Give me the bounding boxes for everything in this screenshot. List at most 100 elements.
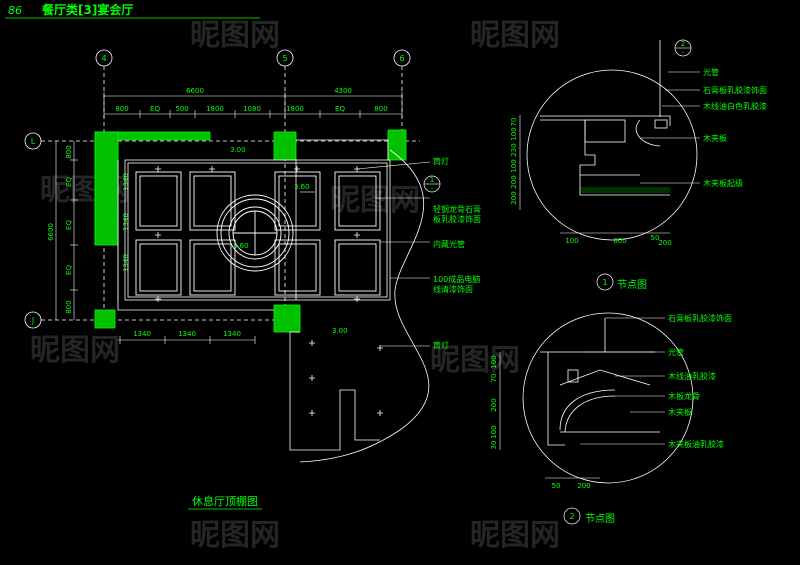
dimensions-top: [103, 92, 403, 118]
annotation: 光管: [703, 67, 719, 77]
dim-label: 800: [65, 145, 73, 158]
detail1-caption-num: 1: [602, 278, 607, 287]
annotation: 木夹板起级: [703, 178, 743, 188]
dim-label: 1080: [243, 105, 261, 113]
detail1-caption: 节点图: [617, 279, 647, 291]
dim-label: 100: [510, 127, 518, 140]
page-header: 86 餐厅类[3]宴会厅: [5, 2, 260, 19]
annotation: 筒灯: [433, 156, 449, 166]
page-title: 餐厅类[3]宴会厅: [42, 2, 133, 17]
svg-text:昵图网: 昵图网: [190, 18, 280, 53]
elevation: 3.60: [233, 242, 249, 250]
dim-label: 100: [510, 159, 518, 172]
ceiling-plan: 3.00 3.60 3.60 3.00 1 - 筒灯 轻钢龙骨石膏 板乳胶漆饰面: [94, 129, 481, 510]
svg-text:1: 1: [430, 176, 434, 184]
dim-label: EQ: [65, 177, 73, 187]
dim-label: 70: [510, 118, 518, 127]
dim-label: 6600: [186, 87, 204, 95]
dim-label: 4300: [334, 87, 352, 95]
annotation: 线清漆饰面: [433, 284, 473, 294]
detail2-caption-num: 2: [569, 512, 574, 521]
downlights: [155, 166, 383, 416]
dimensions-top-text: 6600 4300 800 EQ 500 1800 1080 1800 EQ 8…: [115, 87, 387, 113]
dim-label: 800: [65, 300, 73, 313]
detail-2: 石膏板乳胶漆饰面 光管 木线油乳胶漆 木板龙骨 木夹板 木夹板油乳胶漆 100 …: [490, 312, 732, 525]
detail1-dims: 70 100 230 100 200 200 100 800 50 200: [510, 118, 672, 247]
dim-label: 30: [490, 441, 498, 450]
dim-label: EQ: [335, 105, 345, 113]
dim-label: 200: [577, 482, 590, 490]
dim-label: 1340: [122, 213, 130, 231]
dim-label: 100: [490, 425, 498, 438]
axis-label: 6: [399, 54, 404, 63]
page-number: 86: [8, 4, 22, 17]
dim-label: 230: [510, 143, 518, 156]
plan-labels: 筒灯 轻钢龙骨石膏 板乳胶漆饰面 内藏光管 100成品电脑 线清漆饰面 筒灯: [433, 156, 481, 350]
dimensions-bottom-text: 1340 1340 1340: [133, 330, 241, 338]
section-marker: 1 -: [423, 175, 441, 193]
annotation: 筒灯: [433, 340, 449, 350]
dim-label: 200: [658, 239, 671, 247]
detail-1: 2 - 光管 石膏板乳胶漆饰面 木线油白色乳胶漆 木夹板 木夹板起级 70 10…: [510, 39, 767, 291]
dim-label: EQ: [65, 220, 73, 230]
annotation: 木板龙骨: [668, 391, 700, 401]
dim-label: 200: [510, 175, 518, 188]
dim-label: 800: [115, 105, 128, 113]
svg-text:昵图网: 昵图网: [470, 518, 560, 553]
svg-text:昵图网: 昵图网: [190, 518, 280, 553]
dim-label: 800: [613, 237, 626, 245]
dim-label: 100: [565, 237, 578, 245]
dim-label: 200: [510, 191, 518, 204]
annotation: 木夹板: [703, 133, 727, 143]
dim-label: 1340: [122, 173, 130, 191]
annotation: 木夹板油乳胶漆: [668, 439, 724, 449]
annotation: 板乳胶漆饰面: [433, 214, 481, 224]
dim-label: EQ: [150, 105, 160, 113]
annotation: 轻钢龙骨石膏: [433, 204, 481, 214]
dim-label: EQ: [65, 265, 73, 275]
elevation: 3.60: [294, 183, 310, 191]
annotation: 木夹板: [668, 407, 692, 417]
annotation: 石膏板乳胶漆饰面: [668, 313, 732, 323]
dim-label: 500: [175, 105, 188, 113]
dim-label: 100: [490, 355, 498, 368]
svg-text:-: -: [431, 185, 434, 193]
svg-text:2: 2: [681, 40, 685, 48]
grid-axis-labels: 4 5 6 L J: [31, 54, 405, 325]
elevation-marks: 3.00 3.60 3.60 3.00: [230, 146, 348, 335]
watermark: 昵图网 昵图网 昵图网 昵图网 昵图网 昵图网 昵图网 昵图网: [30, 18, 560, 553]
detail1-labels: 光管 石膏板乳胶漆饰面 木线油白色乳胶漆 木夹板 木夹板起级: [703, 67, 767, 188]
dim-label: 1340: [122, 254, 130, 272]
svg-text:昵图网: 昵图网: [470, 18, 560, 53]
axis-label: 4: [101, 54, 106, 63]
detail2-labels: 石膏板乳胶漆饰面 光管 木线油乳胶漆 木板龙骨 木夹板 木夹板油乳胶漆: [668, 313, 732, 449]
dim-label: 200: [490, 398, 498, 411]
elevation: 3.00: [332, 327, 348, 335]
svg-text:昵图网: 昵图网: [430, 343, 520, 378]
annotation: 木线油白色乳胶漆: [703, 101, 767, 111]
dim-label: 1800: [286, 105, 304, 113]
svg-text:昵图网: 昵图网: [330, 183, 420, 218]
annotation: 内藏光管: [433, 239, 465, 249]
detail2-dims: 100 70 200 100 30 50 200: [490, 355, 591, 490]
dim-label: 1340: [178, 330, 196, 338]
annotation: 100成品电脑: [433, 274, 480, 284]
dim-label: 800: [374, 105, 387, 113]
dim-label: 50: [651, 234, 660, 242]
dim-label: 6600: [47, 223, 55, 241]
elevation: 3.00: [230, 146, 246, 154]
break-line: [299, 149, 430, 463]
svg-text:-: -: [682, 49, 685, 57]
dimensions-bottom: [118, 336, 256, 344]
dim-label: 1800: [206, 105, 224, 113]
annotation: 木线油乳胶漆: [668, 371, 716, 381]
ceiling-panels: [135, 171, 381, 296]
axis-label: 5: [282, 54, 287, 63]
annotation: 光管: [668, 347, 684, 357]
plan-caption: 休息厅顶棚图: [192, 494, 258, 508]
axis-label: L: [31, 137, 36, 146]
svg-text:昵图网: 昵图网: [30, 333, 120, 368]
dim-label: 1340: [133, 330, 151, 338]
